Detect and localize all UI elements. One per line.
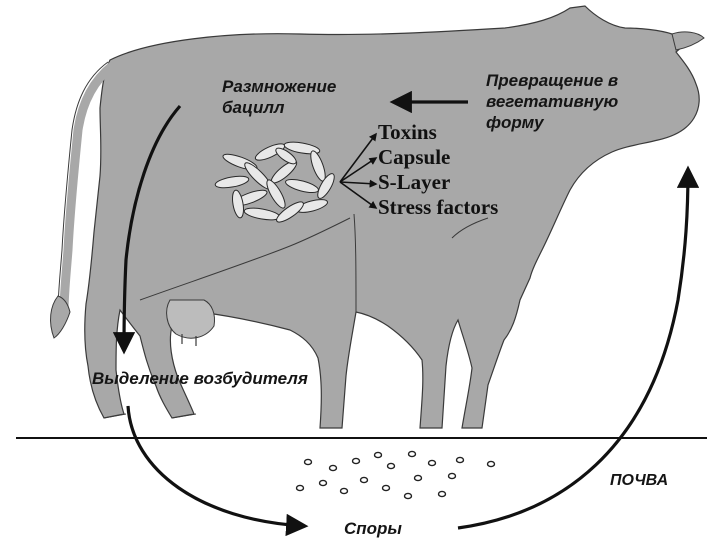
arrow-shedding-to-spores — [128, 406, 304, 526]
spore — [320, 480, 327, 485]
spore — [353, 458, 360, 463]
label-soil: ПОЧВА — [610, 470, 668, 491]
label-spores: Споры — [344, 518, 402, 539]
label-shedding: Выделение возбудителя — [92, 368, 308, 389]
cow-ear — [672, 32, 704, 50]
label-conversion: Превращение в вегетативную форму — [486, 70, 618, 133]
spore — [429, 460, 436, 465]
cow-udder — [167, 300, 215, 338]
factor-stress-factors: Stress factors — [378, 195, 498, 220]
spore — [361, 477, 368, 482]
label-multiplication-line-1: Размножение — [222, 76, 336, 97]
label-conversion-line-1: Превращение в — [486, 70, 618, 91]
spore — [330, 465, 337, 470]
spore — [388, 463, 395, 468]
spore — [415, 475, 422, 480]
label-multiplication: Размножение бацилл — [222, 76, 336, 118]
spore — [405, 493, 412, 498]
label-conversion-line-2: вегетативную — [486, 91, 618, 112]
spores-in-soil — [297, 451, 495, 498]
spore — [375, 452, 382, 457]
factor-toxins: Toxins — [378, 120, 498, 145]
spore — [457, 457, 464, 462]
spore — [341, 488, 348, 493]
spore — [383, 485, 390, 490]
spore — [449, 473, 456, 478]
spore — [409, 451, 416, 456]
spore — [439, 491, 446, 496]
virulence-factors-list: Toxins Capsule S-Layer Stress factors — [378, 120, 498, 220]
spore — [488, 461, 495, 466]
label-multiplication-line-2: бацилл — [222, 97, 336, 118]
spore — [305, 459, 312, 464]
label-conversion-line-3: форму — [486, 112, 618, 133]
factor-s-layer: S-Layer — [378, 170, 498, 195]
spore — [297, 485, 304, 490]
factor-capsule: Capsule — [378, 145, 498, 170]
